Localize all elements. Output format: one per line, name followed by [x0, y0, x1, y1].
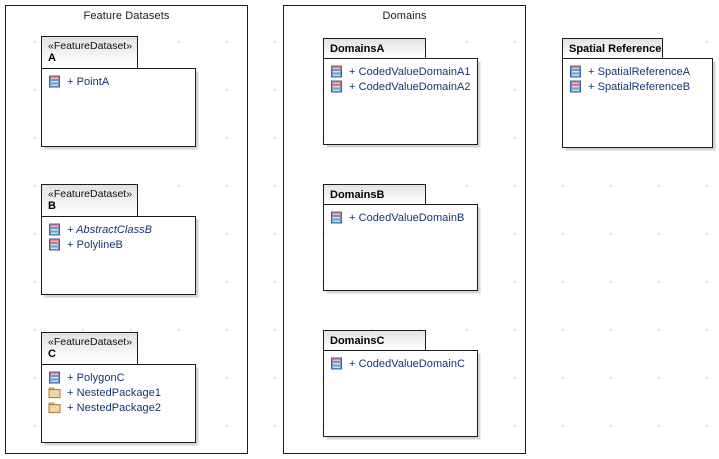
uml-package-folder-icon [48, 386, 61, 399]
member-label: + PolylineB [67, 238, 123, 251]
frame-title-feature-datasets: Feature Datasets [83, 10, 170, 22]
member-row[interactable]: + NestedPackage1 [48, 385, 191, 400]
member-label: + PointA [67, 75, 110, 88]
member-label: + SpatialReferenceB [588, 80, 691, 93]
uml-class-icon [569, 80, 582, 93]
package-name: C [48, 348, 56, 360]
package-tab-domains-a[interactable]: DomainsA [323, 38, 426, 58]
package-stereotype: «FeatureDataset» [48, 188, 133, 200]
frame-domains[interactable]: Domains [283, 5, 526, 454]
member-label: + NestedPackage1 [67, 386, 162, 399]
member-label: + CodedValueDomainB [349, 211, 465, 224]
package-tab-domains-b[interactable]: DomainsB [323, 184, 426, 204]
uml-class-icon [48, 75, 61, 88]
member-row[interactable]: + NestedPackage2 [48, 400, 191, 415]
member-label: + PolygonC [67, 371, 125, 384]
member-row[interactable]: + CodedValueDomainA1 [330, 64, 473, 79]
member-row[interactable]: + SpatialReferenceA [569, 64, 708, 79]
member-row[interactable]: + SpatialReferenceB [569, 79, 708, 94]
frame-title-domains: Domains [382, 10, 427, 22]
member-label: + AbstractClassB [67, 223, 153, 236]
package-stereotype: «FeatureDataset» [48, 336, 133, 348]
package-tab-spatial-references[interactable]: Spatial References [562, 38, 663, 58]
package-body-feature-dataset-a[interactable]: + PointA [41, 68, 196, 147]
package-tab-feature-dataset-b[interactable]: «FeatureDataset» B [41, 184, 138, 216]
package-body-domains-b[interactable]: + CodedValueDomainB [323, 204, 478, 291]
member-row[interactable]: + CodedValueDomainB [330, 210, 473, 225]
member-label: + CodedValueDomainC [349, 357, 466, 370]
package-name: A [48, 52, 56, 64]
member-row[interactable]: + CodedValueDomainA2 [330, 79, 473, 94]
package-body-feature-dataset-b[interactable]: + AbstractClassB + PolylineB [41, 216, 196, 295]
uml-class-icon [330, 211, 343, 224]
member-label: + SpatialReferenceA [588, 65, 691, 78]
package-body-feature-dataset-c[interactable]: + PolygonC + NestedPackage1 [41, 364, 196, 443]
uml-class-icon [48, 223, 61, 236]
package-name: Spatial References [569, 43, 663, 55]
uml-class-icon [48, 238, 61, 251]
package-name: B [48, 200, 56, 212]
uml-class-icon [569, 65, 582, 78]
package-tab-feature-dataset-c[interactable]: «FeatureDataset» C [41, 332, 138, 364]
uml-class-icon [330, 357, 343, 370]
uml-class-icon [330, 80, 343, 93]
uml-class-icon [330, 65, 343, 78]
member-row[interactable]: + PolylineB [48, 237, 191, 252]
package-stereotype: «FeatureDataset» [48, 40, 133, 52]
member-row[interactable]: + CodedValueDomainC [330, 356, 473, 371]
uml-package-folder-icon [48, 401, 61, 414]
member-row[interactable]: + AbstractClassB [48, 222, 191, 237]
member-row[interactable]: + PointA [48, 74, 191, 89]
member-row[interactable]: + PolygonC [48, 370, 191, 385]
package-body-spatial-references[interactable]: + SpatialReferenceA + SpatialReferenceB [562, 58, 713, 148]
frame-feature-datasets[interactable]: Feature Datasets [5, 5, 248, 454]
member-label: + CodedValueDomainA2 [349, 80, 471, 93]
package-tab-domains-c[interactable]: DomainsC [323, 330, 426, 350]
package-name: DomainsA [330, 43, 385, 55]
package-body-domains-a[interactable]: + CodedValueDomainA1 + CodedValueDomainA… [323, 58, 478, 145]
member-label: + NestedPackage2 [67, 401, 162, 414]
package-name: DomainsC [330, 335, 385, 347]
package-tab-feature-dataset-a[interactable]: «FeatureDataset» A [41, 36, 138, 68]
package-body-domains-c[interactable]: + CodedValueDomainC [323, 350, 478, 437]
package-name: DomainsB [330, 189, 385, 201]
uml-class-icon [48, 371, 61, 384]
member-label: + CodedValueDomainA1 [349, 65, 471, 78]
